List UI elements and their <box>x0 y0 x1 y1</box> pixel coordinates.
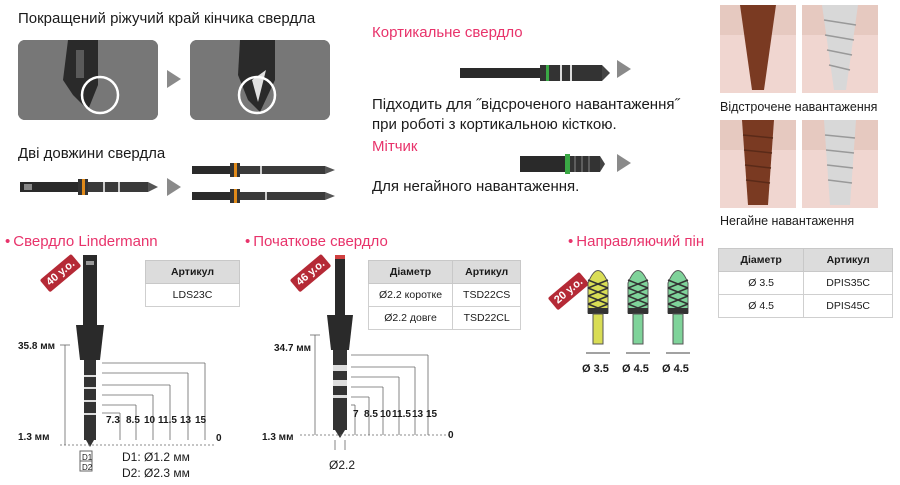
cortical-drill-image <box>460 62 610 89</box>
cortical-desc-line1: Підходить для ˝відсроченого навантаження… <box>372 96 680 113</box>
depth-label: 7 <box>353 409 359 420</box>
drill-long-image <box>18 172 158 207</box>
depth-label: 10 <box>144 415 156 426</box>
pin-size-label: Ø 4.5 <box>622 363 649 375</box>
delayed-loading-label: Відстрочене навантаження <box>720 100 878 114</box>
d1-diameter: D1: Ø1.2 мм <box>122 450 190 464</box>
two-lengths-heading: Дві довжини свердла <box>18 145 166 162</box>
tap-desc: Для негайного навантаження. <box>372 178 580 195</box>
arrow-right-icon <box>617 60 631 78</box>
depth-label: 10 <box>380 409 392 420</box>
depth-label: 15 <box>195 415 207 426</box>
tip-length-label: 1.3 мм <box>18 432 50 443</box>
cortical-drill-title: Кортикальне свердло <box>372 24 523 41</box>
zero-label: 0 <box>216 433 222 444</box>
pin-size-label: Ø 4.5 <box>662 363 689 375</box>
initial-drill-title: •Початкове свердло <box>245 233 388 250</box>
guide-pin <box>626 270 650 354</box>
implant-immediate-illustration <box>720 120 880 213</box>
tap-title: Мітчик <box>372 138 418 155</box>
total-length-label: 35.8 мм <box>18 341 56 352</box>
depth-label: 11.5 <box>392 409 411 420</box>
depth-label: 13 <box>412 409 424 420</box>
table-cell: LDS23C <box>145 283 240 307</box>
zero-label: 0 <box>448 430 454 441</box>
pin-size-label: Ø 3.5 <box>582 363 609 375</box>
immediate-loading-label: Негайне навантаження <box>720 214 855 228</box>
guide-pin-table: Діаметр Артикул Ø 3.5 DPIS35C Ø 4.5 DPIS… <box>717 248 893 318</box>
table-cell: DPIS45C <box>803 294 893 318</box>
table-cell: DPIS35C <box>803 271 893 295</box>
initial-drill-diagram <box>255 255 455 460</box>
lindermann-drill-diagram <box>10 255 230 485</box>
guide-pin <box>586 270 610 354</box>
depth-label: 13 <box>180 415 192 426</box>
table-cell: Ø 3.5 <box>717 271 805 295</box>
tap-image <box>520 150 605 183</box>
arrow-right-icon <box>617 154 631 172</box>
table-cell: Ø2.2 довге <box>367 306 454 330</box>
arrow-right-icon <box>167 178 181 196</box>
drill-tip-photo-after <box>190 40 330 120</box>
guide-pins-image <box>580 258 710 368</box>
depth-label: 7.3 <box>106 415 120 426</box>
cortical-desc-line2: при роботі з кортикальною кісткою. <box>372 116 617 133</box>
depth-label: 15 <box>426 409 438 420</box>
implant-delayed-illustration <box>720 5 880 98</box>
d2-box-label: D2 <box>82 463 93 472</box>
d2-diameter: D2: Ø2.3 мм <box>122 466 190 480</box>
table-header: Діаметр <box>717 248 805 272</box>
diameter-label: Ø2.2 <box>329 458 356 472</box>
drill-two-lengths-image <box>190 160 340 215</box>
total-length-label: 34.7 мм <box>274 343 312 354</box>
guide-pin <box>666 270 690 354</box>
depth-label: 8.5 <box>126 415 140 426</box>
table-cell: TSD22CS <box>452 283 522 307</box>
table-cell: TSD22CL <box>452 306 522 330</box>
initial-drill-table: Діаметр Артикул Ø2.2 коротке TSD22CS Ø2.… <box>367 260 522 330</box>
table-header: Артикул <box>145 260 240 284</box>
lindermann-title: •Свердло Lindermann <box>5 233 158 250</box>
guide-pin-title: •Направляючий пін <box>568 233 705 250</box>
lindermann-table: Артикул LDS23C <box>145 260 240 307</box>
depth-label: 8.5 <box>364 409 378 420</box>
drill-tip-photo-before <box>18 40 158 120</box>
tip-heading: Покращений ріжучий край кінчика свердла <box>18 10 316 27</box>
table-header: Артикул <box>452 260 522 284</box>
tip-length-label: 1.3 мм <box>262 432 294 443</box>
arrow-right-icon <box>167 70 181 88</box>
depth-label: 11.5 <box>158 415 177 426</box>
d1-box-label: D1 <box>82 453 93 462</box>
table-cell: Ø 4.5 <box>717 294 805 318</box>
table-header: Артикул <box>803 248 893 272</box>
